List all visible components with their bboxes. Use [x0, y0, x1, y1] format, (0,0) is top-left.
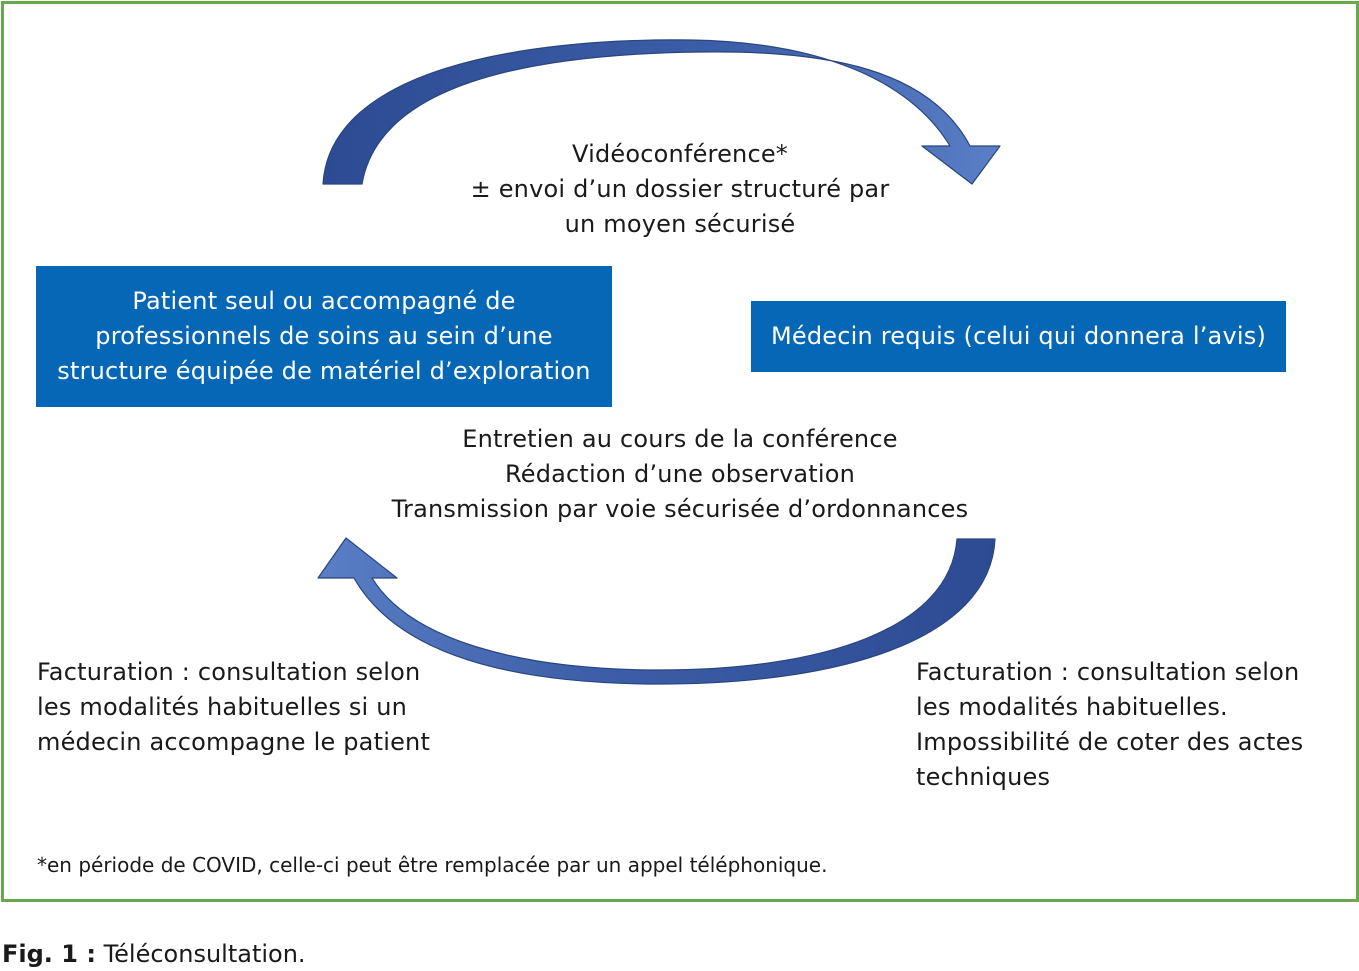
figure-caption-label: Fig. 1 : — [2, 940, 96, 968]
medecin-box: Médecin requis (celui qui donnera l’avis… — [751, 301, 1286, 372]
billing-right-line-2: les modalités habituelles. — [916, 693, 1228, 721]
billing-right-line-3: Impossibilité de coter des actes — [916, 728, 1304, 756]
billing-right-line-4: techniques — [916, 763, 1051, 791]
patient-box-line-2: professionnels de soins au sein d’une — [95, 322, 553, 350]
billing-right: Facturation : consultation selon les mod… — [916, 655, 1336, 795]
bottom-curved-arrow — [317, 537, 996, 685]
consultation-step-1: Entretien au cours de la conférence — [462, 425, 898, 453]
billing-left-line-1: Facturation : consultation selon — [37, 658, 421, 686]
patient-box-line-3: structure équipée de matériel d’explorat… — [57, 357, 591, 385]
consultation-step-3: Transmission par voie sécurisée d’ordonn… — [391, 495, 969, 523]
videoconference-label: Vidéoconférence* ± envoi d’un dossier st… — [440, 137, 920, 242]
patient-box-line-1: Patient seul ou accompagné de — [132, 287, 516, 315]
covid-footnote: *en période de COVID, celle-ci peut être… — [37, 853, 828, 877]
top-curved-arrow — [322, 39, 1001, 185]
billing-right-line-1: Facturation : consultation selon — [916, 658, 1300, 686]
videoconference-line-1: Vidéoconférence* — [571, 140, 789, 168]
diagram-frame — [1, 1, 1359, 902]
videoconference-line-3: un moyen sécurisé — [564, 210, 796, 238]
billing-left-line-3: médecin accompagne le patient — [37, 728, 431, 756]
consultation-step-2: Rédaction d’une observation — [504, 460, 856, 488]
figure-caption-text: Téléconsultation. — [95, 940, 306, 968]
videoconference-line-2: ± envoi d’un dossier structuré par — [470, 175, 890, 203]
consultation-steps-label: Entretien au cours de la conférence Réda… — [340, 422, 1020, 527]
figure-caption: Fig. 1 : Téléconsultation. — [2, 937, 306, 971]
billing-left: Facturation : consultation selon les mod… — [37, 655, 497, 760]
patient-box: Patient seul ou accompagné de profession… — [36, 266, 612, 407]
medecin-box-label: Médecin requis (celui qui donnera l’avis… — [770, 322, 1267, 350]
billing-left-line-2: les modalités habituelles si un — [37, 693, 408, 721]
